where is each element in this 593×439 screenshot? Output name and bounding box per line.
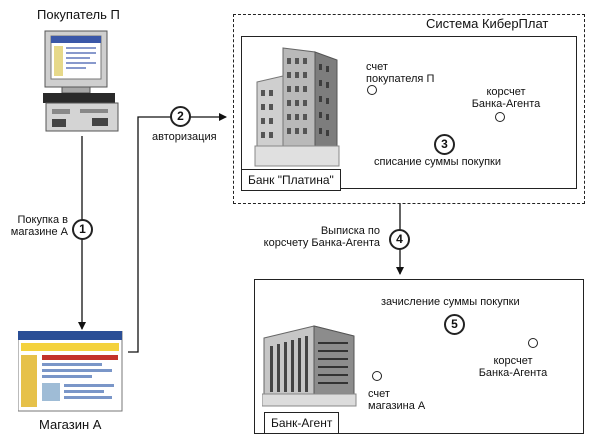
step-2-label: авторизация [152,131,217,143]
step-3-badge: 3 [434,134,455,155]
system-container [233,14,585,204]
bank-building-icon [254,47,340,167]
debit-label: списание суммы покупки [374,156,501,168]
step-2-badge: 2 [170,106,191,127]
bank-agent-box [254,279,584,434]
buyer-account-node [367,85,377,95]
buyer-title: Покупатель П [37,7,120,22]
bank-platina-name: Банк "Платина" [241,169,341,191]
shop-title: Магазин А [39,417,102,432]
step-4-label: Выписка по корсчету Банка-Агента [263,225,380,249]
credit-label: зачисление суммы покупки [381,296,520,308]
bank-agent-name: Банк-Агент [264,412,340,434]
computer-icon [43,30,119,132]
agent-corr-account-node [528,338,538,348]
bank-agent-building-icon [262,325,357,407]
system-title: Система КиберПлат [426,16,549,31]
step-1-label: Покупка в магазине А [10,214,68,238]
step-1-badge: 1 [72,219,93,240]
arrow-shop-to-system [128,113,227,353]
step-5-badge: 5 [444,314,465,335]
shop-account-label: счет магазина А [368,388,426,412]
shop-website-icon [18,331,123,412]
buyer-account-label: счет покупателя П [366,61,435,85]
corr-account-node [495,112,505,122]
step-4-badge: 4 [389,229,410,250]
agent-corr-account-label: корсчет Банка-Агента [478,355,548,379]
shop-account-node [372,371,382,381]
corr-account-label: корсчет Банка-Агента [471,86,541,110]
